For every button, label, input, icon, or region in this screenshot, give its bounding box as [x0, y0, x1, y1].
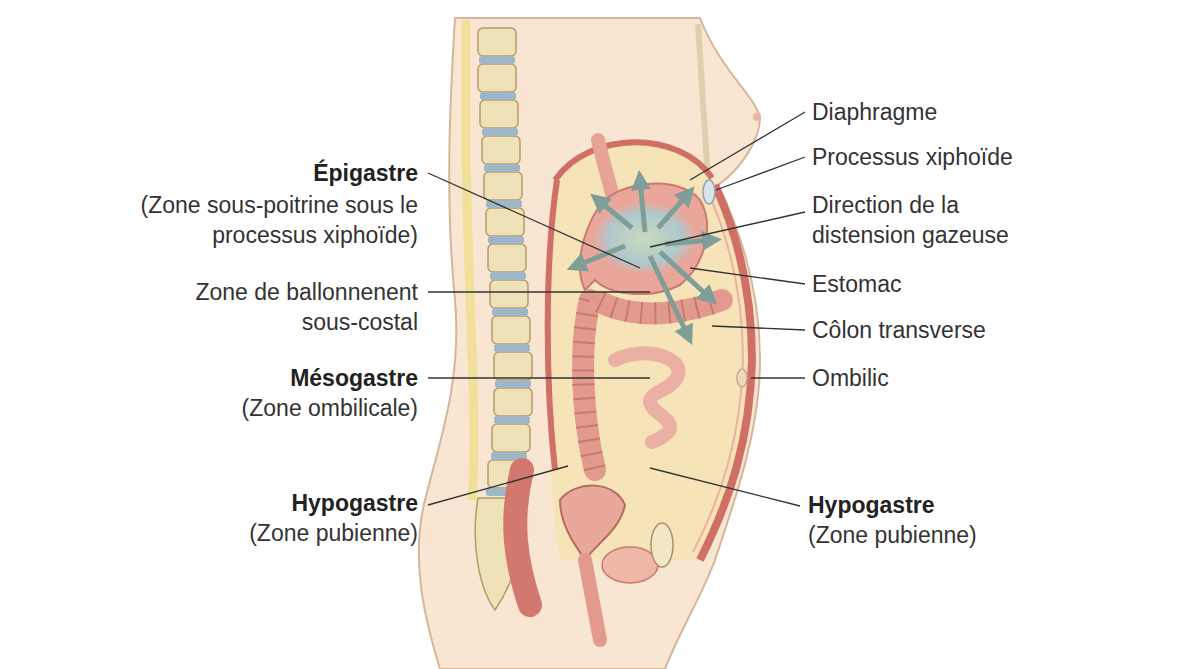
part-label: Estomac [812, 269, 901, 299]
region-name: Mésogastre [290, 363, 418, 393]
transverse-colon-haustra [600, 300, 722, 313]
part-label: Processus xiphoïde [812, 142, 1013, 172]
region-name: Hypogastre [808, 490, 935, 520]
part-label: Ombilic [812, 363, 889, 393]
distension-arrows [576, 180, 712, 336]
pubic-symphysis [651, 523, 673, 567]
leader-lines [428, 112, 805, 506]
back-wall [548, 180, 557, 470]
ascending-colon-haustra [583, 300, 595, 470]
spine [475, 28, 532, 610]
spinal-cord [466, 20, 474, 500]
transverse-colon [600, 300, 722, 313]
region-name: Épigastre [313, 158, 418, 188]
region-note: (Zone pubienne) [808, 520, 977, 550]
diaphragm [555, 142, 712, 180]
sternum [698, 24, 708, 180]
region-name: Hypogastre [291, 488, 418, 518]
ascending-colon [583, 300, 595, 470]
xiphoid [703, 180, 715, 204]
region-note: (Zone pubienne) [249, 518, 418, 548]
small-intestine [615, 353, 679, 442]
rectum [515, 470, 530, 605]
bladder [602, 547, 658, 583]
part-label: Côlon transverse [812, 315, 986, 345]
region-note: (Zone ombilicale) [242, 393, 418, 423]
abdominal-cavity [548, 142, 752, 560]
body-outline [419, 18, 760, 669]
part-label: Direction de la distension gazeuse [812, 190, 1027, 250]
intervertebral-disks [479, 56, 531, 496]
part-label: Diaphragme [812, 97, 937, 127]
uterus [560, 486, 625, 560]
area-label: Zone de ballonnenent sous-costal [158, 277, 418, 337]
navel [737, 369, 747, 387]
vagina [585, 560, 600, 640]
region-note: (Zone sous-poitrine sous le processus xi… [118, 190, 418, 250]
nipple [753, 113, 761, 121]
